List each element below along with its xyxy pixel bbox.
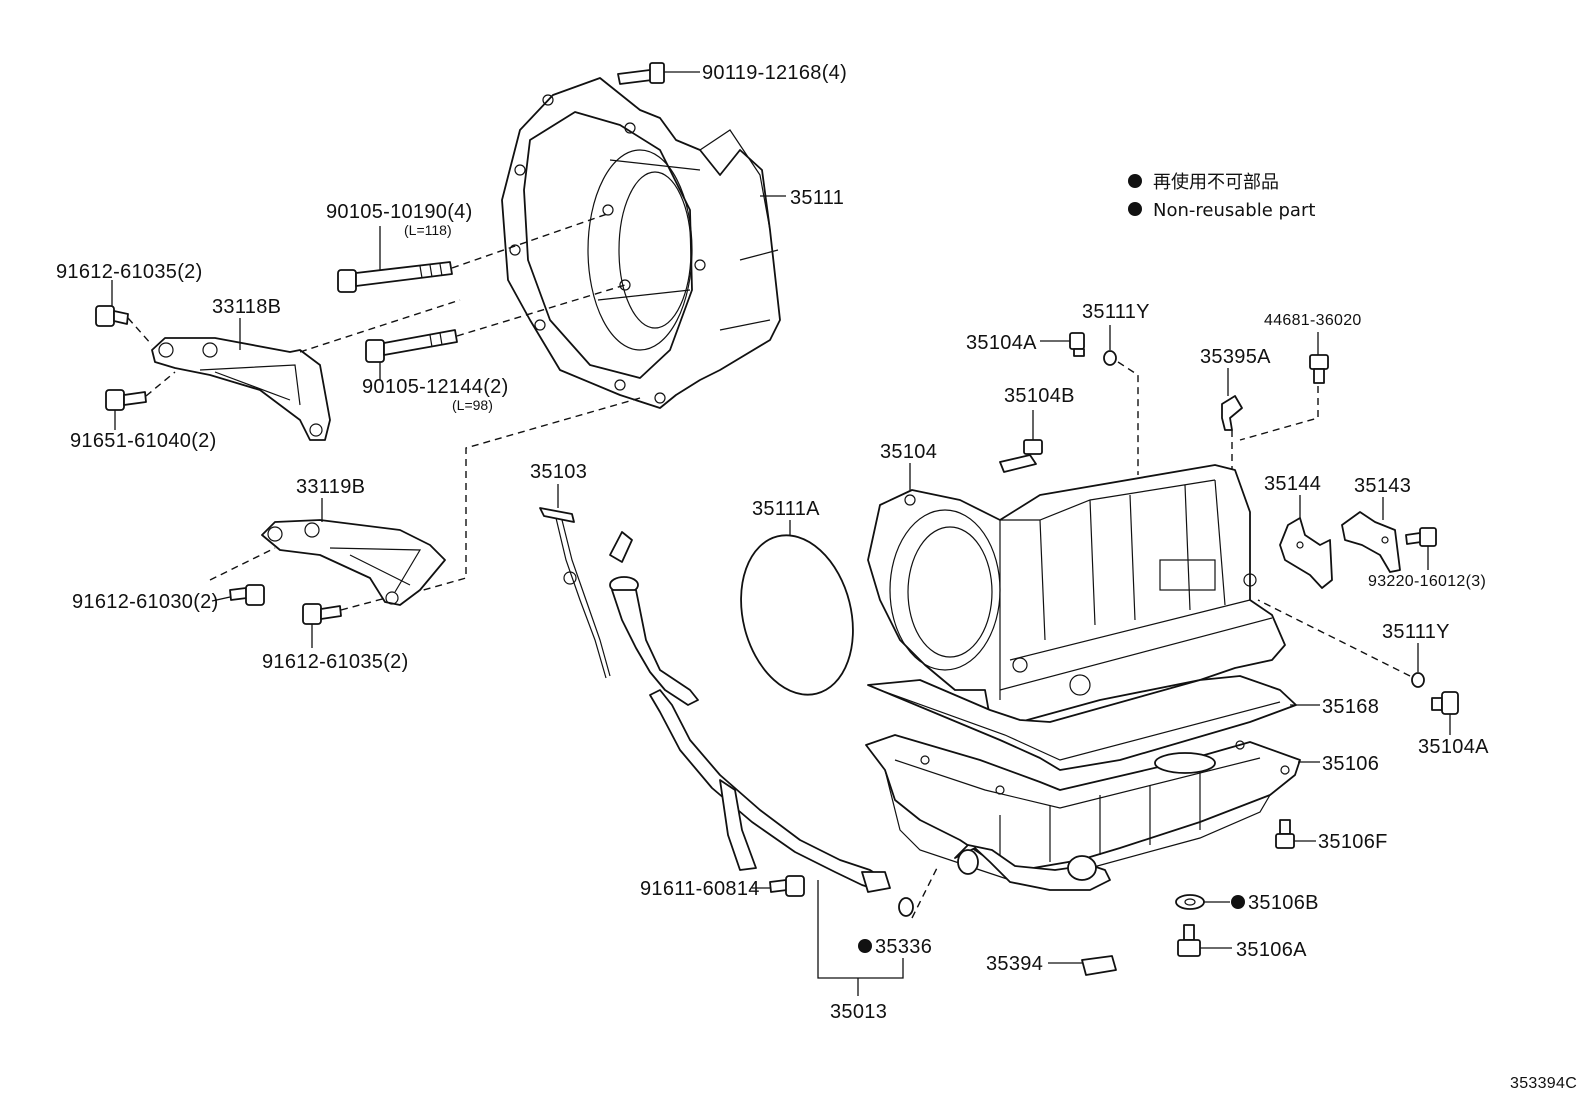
legend-dot-icon [1128, 202, 1142, 216]
bolt-91651-61040 [105, 389, 147, 411]
label-90105-12144-length: (L=98) [452, 397, 493, 413]
label-91612-61030: 91612-61030(2) [72, 591, 219, 613]
oil-pan-35106 [865, 734, 1301, 891]
label-35143: 35143 [1354, 475, 1411, 497]
label-35104a-top: 35104A [966, 332, 1037, 354]
label-35106f: 35106F [1318, 831, 1388, 853]
legend-jp: 再使用不可部品 [1153, 172, 1279, 193]
label-35168: 35168 [1322, 696, 1379, 718]
legend-en: Non-reusable part [1153, 200, 1315, 221]
filler-tube-35013 [609, 531, 891, 893]
legend-dot-icon [1128, 174, 1142, 188]
bolt-90105-12144 [365, 329, 458, 363]
label-35111y-right: 35111Y [1382, 621, 1450, 643]
plug-44681-36020 [1309, 354, 1329, 384]
label-35111a: 35111A [752, 498, 820, 520]
bolt-91612-61035-bottom [302, 603, 342, 625]
magnet-35394 [1081, 955, 1117, 976]
label-35104b: 35104B [1004, 385, 1075, 407]
dipstick-35103 [539, 507, 611, 679]
label-33118b: 33118B [212, 296, 281, 318]
label-35144: 35144 [1264, 473, 1321, 495]
label-35104a-right: 35104A [1418, 736, 1489, 758]
label-33119b: 33119B [296, 476, 365, 498]
drain-plug-35106a [1177, 924, 1201, 957]
oring-35111a [740, 534, 854, 696]
label-91612-61035-top: 91612-61035(2) [56, 261, 203, 283]
label-90105-10190-length: (L=118) [404, 222, 452, 238]
label-90105-12144: 90105-12144(2) [362, 376, 509, 398]
oring-35111y-top [1103, 350, 1117, 366]
label-35394: 35394 [986, 953, 1043, 975]
bolt-93220-16012 [1405, 527, 1437, 547]
label-35395a: 35395A [1200, 346, 1271, 368]
converter-housing [501, 77, 781, 409]
label-90105-10190: 90105-10190(4) [326, 201, 473, 223]
legend: 再使用不可部品 Non-reusable part [1128, 172, 1315, 221]
bolt-91611-60814 [769, 875, 805, 897]
label-35336: 35336 [875, 936, 932, 958]
bolt-90119 [617, 62, 665, 85]
label-35111: 35111 [790, 187, 844, 209]
bolt-35106f [1275, 819, 1295, 849]
label-35106b: 35106B [1248, 892, 1319, 914]
label-90119-12168: 90119-12168(4) [702, 62, 847, 84]
label-35111y-top: 35111Y [1082, 301, 1150, 323]
label-93220-16012: 93220-16012(3) [1368, 573, 1486, 590]
label-35104: 35104 [880, 441, 937, 463]
bolt-91612-61030 [229, 584, 265, 606]
label-35013: 35013 [830, 1001, 887, 1023]
bracket-33119b [261, 519, 446, 606]
bracket-33118b [151, 337, 331, 441]
plate-35143 [1341, 511, 1401, 573]
fitting-35104b [999, 439, 1043, 473]
label-91651-61040: 91651-61040(2) [70, 430, 217, 452]
plate-35144 [1279, 517, 1333, 589]
non-reusable-dot-icon [1231, 895, 1245, 909]
oil-pan-gasket-35168 [867, 675, 1297, 771]
label-35103: 35103 [530, 461, 587, 483]
label-91611-60814: 91611-60814 [640, 878, 760, 900]
bolt-91612-61035-top [95, 305, 129, 327]
oring-35336 [898, 897, 914, 917]
oring-35111y-right [1411, 672, 1425, 688]
bolt-90105-10190 [337, 261, 453, 293]
label-35106: 35106 [1322, 753, 1379, 775]
label-35106a: 35106A [1236, 939, 1307, 961]
non-reusable-dot-icon [858, 939, 872, 953]
drain-gasket-35106b [1175, 894, 1205, 910]
plug-35104a-right [1431, 691, 1459, 715]
sensor-35395a [1221, 395, 1243, 431]
label-91612-61035-bottom: 91612-61035(2) [262, 651, 409, 673]
plug-35104a-top [1069, 332, 1085, 357]
figure-id: 353394C [1510, 1075, 1577, 1092]
transmission-case-35104 [867, 464, 1286, 723]
label-44681-36020: 44681-36020 [1264, 312, 1362, 329]
